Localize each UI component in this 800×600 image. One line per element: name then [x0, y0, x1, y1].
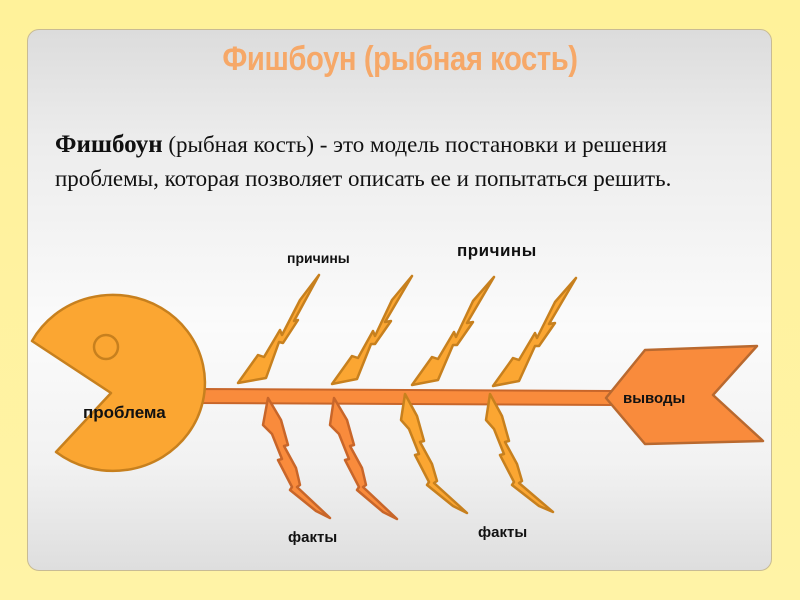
cause-bone-3	[410, 275, 496, 387]
causes-label-2: причины	[457, 241, 537, 260]
cause-bone-2	[330, 274, 414, 386]
content-panel	[27, 29, 772, 571]
facts-label-1: факты	[288, 529, 338, 546]
slide-description: Фишбоун (рыбная кость) - это модель пост…	[55, 128, 735, 196]
head-shape	[30, 293, 207, 473]
fact-bone-2	[328, 396, 399, 521]
conclusions-label: выводы	[623, 390, 686, 407]
cause-bone-1	[236, 273, 321, 385]
cause-bone-4	[491, 276, 578, 388]
fact-bone-1	[261, 396, 332, 520]
fish-head	[30, 293, 207, 473]
fish-tail	[604, 344, 765, 446]
slide-title: Фишбоун (рыбная кость)	[222, 40, 578, 78]
description-term: Фишбоун	[55, 131, 163, 158]
top-bones	[236, 273, 578, 388]
facts-label-2: факты	[478, 524, 528, 541]
bottom-bones	[261, 392, 555, 521]
problem-label: проблема	[83, 403, 166, 422]
fact-bone-3	[399, 392, 469, 515]
causes-label-1: причины	[287, 250, 350, 266]
description-text: (рыбная кость) - это модель постановки и…	[55, 132, 672, 191]
eye-icon	[92, 333, 120, 361]
fact-bone-4	[484, 392, 555, 514]
